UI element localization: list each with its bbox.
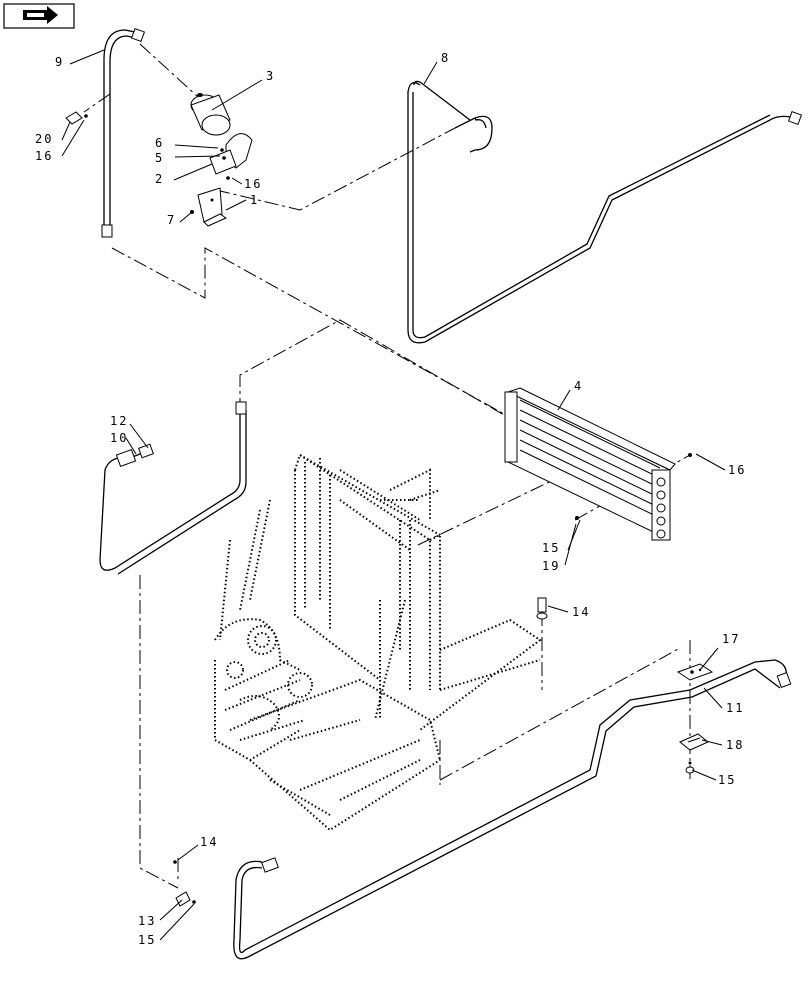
pipe-11 [233, 659, 792, 960]
plate-17 [676, 663, 714, 681]
hose-9 [101, 27, 146, 238]
hose-10 [99, 401, 247, 575]
callout-15-right: 15 [718, 773, 736, 787]
callout-3: 3 [266, 69, 275, 83]
callout-17: 17 [722, 632, 740, 646]
callout-5: 5 [155, 151, 164, 165]
callout-8: 8 [441, 51, 450, 65]
machine-frame [219, 453, 542, 832]
callout-9: 9 [55, 55, 64, 69]
pipe-8 [407, 80, 803, 344]
callout-16-right: 16 [728, 463, 746, 477]
callout-11: 11 [726, 701, 744, 715]
callout-1: 1 [250, 193, 259, 207]
clip-18 [679, 733, 709, 751]
clamp-2 [209, 133, 253, 180]
callout-12: 12 [110, 414, 128, 428]
callout-20: 20 [35, 132, 53, 146]
callout-4: 4 [574, 379, 583, 393]
clip-20 [65, 111, 88, 125]
callout-10: 10 [110, 431, 128, 445]
callout-13: 13 [138, 914, 156, 928]
callout-15-mid: 15 [542, 541, 560, 555]
clip-13 [173, 860, 196, 907]
callout-16-top: 16 [244, 177, 262, 191]
bracket-1 [190, 187, 228, 227]
callout-14-mid: 14 [572, 605, 590, 619]
condenser-4 [504, 387, 692, 541]
receiver-drier-3 [190, 93, 231, 136]
book-arrow-icon[interactable] [3, 3, 75, 29]
phantom-lines [83, 43, 691, 889]
callout-14-bottom: 14 [200, 835, 218, 849]
callout-labels: 3 1 6 5 2 16 7 9 20 16 8 4 16 15 19 14 1… [35, 51, 746, 947]
callout-19: 19 [542, 559, 560, 573]
callout-leaders [61, 49, 726, 941]
engine-block [214, 618, 313, 762]
callout-18: 18 [726, 738, 744, 752]
callout-15-bottom: 15 [138, 933, 156, 947]
callout-16-left: 16 [35, 149, 53, 163]
callout-7: 7 [167, 213, 176, 227]
fitting-14-upper [536, 597, 548, 620]
callout-2: 2 [155, 172, 164, 186]
nut-15-right [685, 761, 695, 774]
callout-6: 6 [155, 136, 164, 150]
